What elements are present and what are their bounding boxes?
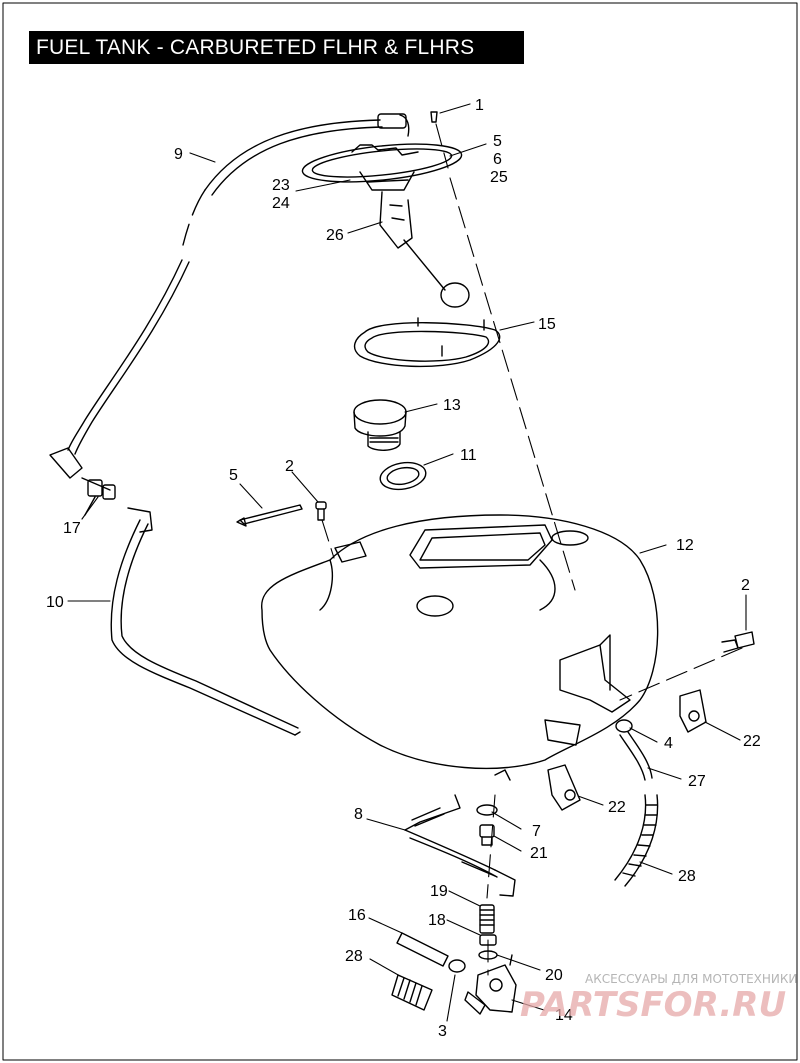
watermark-logo: PARTSFOR.RU bbox=[520, 985, 786, 1025]
callout-10: 10 bbox=[46, 594, 64, 611]
part-8-fuel-line bbox=[404, 794, 516, 897]
part-28-spring bbox=[391, 974, 433, 1011]
callout-28-spring: 28 bbox=[345, 948, 363, 965]
callout-27: 27 bbox=[688, 773, 706, 790]
part-10-lower-vent-hose bbox=[110, 507, 301, 736]
title-bar bbox=[29, 31, 524, 64]
part-12-fuel-tank bbox=[261, 514, 659, 781]
assembly-centerlines bbox=[321, 123, 743, 976]
callout-9: 9 bbox=[174, 146, 183, 163]
callout-16: 16 bbox=[348, 907, 366, 924]
part-3-clamp bbox=[448, 959, 466, 973]
callout-2-right: 2 bbox=[741, 577, 750, 594]
part-2-bolt-right bbox=[721, 631, 755, 653]
callout-14: 14 bbox=[555, 1007, 573, 1024]
part-1-screw bbox=[430, 111, 438, 123]
callout-19: 19 bbox=[430, 883, 448, 900]
callout-11: 11 bbox=[460, 447, 477, 464]
callout-23: 23 bbox=[272, 177, 290, 194]
callout-25: 25 bbox=[490, 169, 508, 186]
part-22-bracket-lower bbox=[547, 764, 581, 811]
part-5-fuel-gauge-sender-plate bbox=[301, 143, 463, 191]
callout-22-lower: 22 bbox=[608, 799, 626, 816]
callout-4: 4 bbox=[664, 735, 673, 752]
part-11-cap-gasket bbox=[379, 461, 427, 491]
callout-7: 7 bbox=[532, 823, 541, 840]
callout-13: 13 bbox=[443, 397, 461, 414]
callout-5: 5 bbox=[493, 133, 502, 150]
part-26-fuel-level-sender bbox=[379, 191, 470, 308]
part-2-bolt bbox=[315, 501, 327, 521]
part-28-corrugated-hose bbox=[614, 794, 659, 887]
callout-21: 21 bbox=[530, 845, 548, 862]
callout-15: 15 bbox=[538, 316, 556, 333]
part-7-o-ring bbox=[476, 804, 498, 816]
callout-20: 20 bbox=[545, 967, 563, 984]
part-17-fitting bbox=[81, 477, 116, 516]
callout-22: 22 bbox=[743, 733, 761, 750]
callout-24: 24 bbox=[272, 195, 290, 212]
watermark-tagline: АКСЕССУАРЫ ДЛЯ МОТОТЕХНИКИ bbox=[585, 972, 797, 986]
leader-lines bbox=[67, 103, 747, 1022]
part-19-filter-screen bbox=[479, 904, 495, 934]
callout-8: 8 bbox=[354, 806, 363, 823]
callout-18: 18 bbox=[428, 912, 446, 929]
part-5-cable-strap bbox=[236, 504, 303, 527]
part-15-gasket bbox=[353, 317, 501, 368]
part-14-fuel-valve bbox=[464, 954, 517, 1015]
callout-3: 3 bbox=[438, 1023, 447, 1040]
part-27-vent-hose bbox=[619, 731, 653, 781]
diagram-title: FUEL TANK - CARBURETED FLHR & FLHRS bbox=[36, 36, 475, 59]
part-21-adapter bbox=[479, 824, 495, 846]
callout-labels: 1 5 6 25 9 23 24 26 15 13 11 5 2 17 12 1… bbox=[46, 97, 761, 1040]
part-4-grommet bbox=[615, 719, 633, 733]
callout-26: 26 bbox=[326, 227, 344, 244]
watermark: АКСЕССУАРЫ ДЛЯ МОТОТЕХНИКИ PARTSFOR.RU bbox=[520, 972, 797, 1025]
callout-17: 17 bbox=[63, 520, 81, 537]
part-22-bracket-upper bbox=[679, 689, 707, 733]
callout-2: 2 bbox=[285, 458, 294, 475]
part-13-fuel-cap bbox=[353, 399, 407, 451]
callout-1: 1 bbox=[475, 97, 484, 114]
callout-28: 28 bbox=[678, 868, 696, 885]
part-9-vent-hose bbox=[49, 113, 410, 479]
callout-6: 6 bbox=[493, 151, 502, 168]
callout-5-strap: 5 bbox=[229, 467, 238, 484]
callout-12: 12 bbox=[676, 537, 694, 554]
part-16-fuel-hose bbox=[396, 932, 449, 967]
